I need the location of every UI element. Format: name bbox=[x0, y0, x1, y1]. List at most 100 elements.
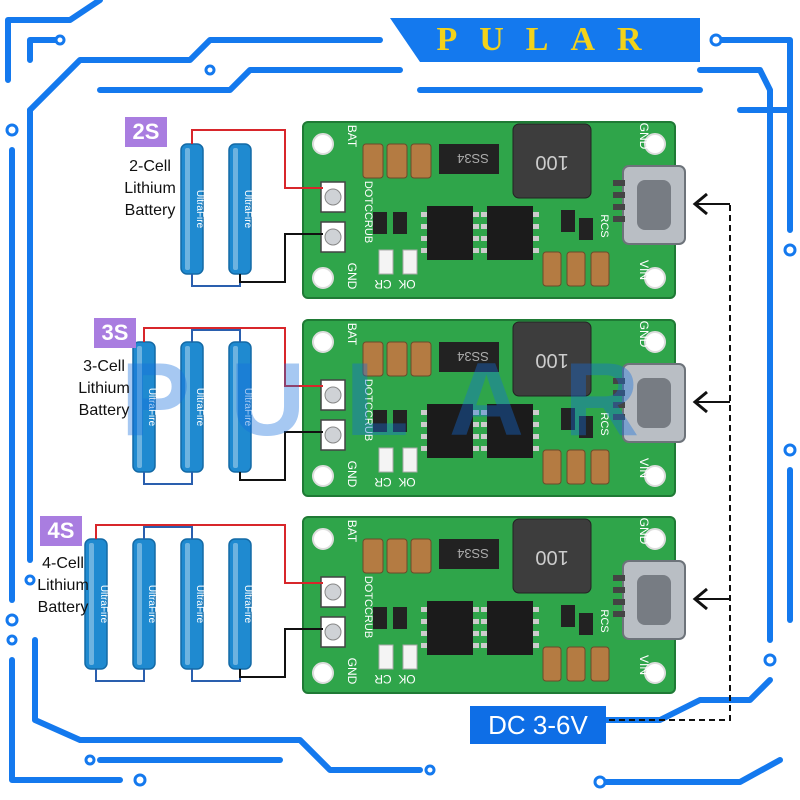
led bbox=[402, 447, 418, 473]
negative-wire bbox=[239, 431, 323, 481]
cr-label: CR bbox=[374, 475, 392, 489]
resistor bbox=[393, 607, 407, 629]
bat-label: BAT bbox=[345, 520, 359, 543]
decorative-frame bbox=[5, 0, 793, 785]
battery-config-label-line: 2-Cell bbox=[129, 158, 171, 175]
brand-name: PULAR bbox=[436, 21, 664, 58]
gnd-label: GND bbox=[345, 658, 359, 685]
battery-cell: UltraFire bbox=[132, 538, 157, 670]
ic-chip bbox=[487, 404, 533, 458]
resistor bbox=[579, 416, 593, 438]
vin-label: VIN bbox=[637, 260, 651, 280]
resistor bbox=[561, 408, 575, 430]
battery-brand-label: UltraFire bbox=[98, 585, 109, 624]
resistor bbox=[579, 613, 593, 635]
battery-config-label-line: 4-Cell bbox=[42, 555, 84, 572]
inductor-label: 100 bbox=[535, 151, 568, 173]
capacitor bbox=[590, 449, 610, 485]
cr-label: CR bbox=[374, 672, 392, 686]
capacitor bbox=[386, 143, 408, 179]
battery-cell: UltraFire bbox=[84, 538, 109, 670]
capacitor bbox=[566, 251, 586, 287]
mounting-hole bbox=[312, 267, 334, 289]
inductor bbox=[512, 321, 592, 397]
battery-config-label-line: Battery bbox=[78, 402, 130, 419]
diode-label: SS34 bbox=[457, 349, 489, 364]
capacitor bbox=[386, 538, 408, 574]
battery-config-label-line: Lithium bbox=[37, 577, 89, 594]
ic-chip bbox=[487, 206, 533, 260]
config-tag-3s: 3S bbox=[94, 318, 136, 348]
battery-brand-label: UltraFire bbox=[194, 388, 205, 427]
bat-label: BAT bbox=[345, 323, 359, 346]
gnd-label: GND bbox=[345, 263, 359, 290]
mounting-hole bbox=[644, 267, 666, 289]
mounting-hole bbox=[644, 465, 666, 487]
negative-wire bbox=[239, 233, 323, 283]
bat-label: BAT bbox=[345, 125, 359, 148]
battery-brand-label: UltraFire bbox=[146, 585, 157, 624]
mounting-hole bbox=[644, 133, 666, 155]
battery-cell: UltraFire bbox=[228, 538, 253, 670]
diode bbox=[439, 539, 499, 569]
battery-brand-label: UltraFire bbox=[194, 585, 205, 624]
series-links bbox=[143, 329, 241, 485]
ic-chip bbox=[427, 601, 473, 655]
mounting-hole bbox=[312, 662, 334, 684]
input-wires bbox=[606, 205, 731, 721]
config-tag-2s: 2S bbox=[125, 117, 167, 147]
model-label: DOTCCRUB bbox=[362, 181, 374, 243]
capacitor bbox=[386, 341, 408, 377]
inductor-label: 100 bbox=[535, 349, 568, 371]
series-links bbox=[95, 526, 241, 682]
input-voltage-label: DC 3-6V bbox=[470, 706, 606, 744]
model-label: DOTCCRUB bbox=[362, 379, 374, 441]
led bbox=[378, 249, 394, 275]
battery-config-label-line: Lithium bbox=[78, 380, 130, 397]
model-label: DOTCCRUB bbox=[362, 576, 374, 638]
mounting-hole bbox=[312, 331, 334, 353]
capacitor bbox=[566, 646, 586, 682]
positive-wire bbox=[191, 129, 323, 189]
capacitor bbox=[542, 646, 562, 682]
capacitor bbox=[410, 143, 432, 179]
capacitor bbox=[362, 538, 384, 574]
battery-cell: UltraFire bbox=[228, 143, 253, 275]
capacitor bbox=[362, 341, 384, 377]
inductor-label: 100 bbox=[535, 546, 568, 568]
vin-label: VIN bbox=[637, 458, 651, 478]
mounting-hole bbox=[312, 133, 334, 155]
resistor bbox=[561, 210, 575, 232]
capacitor bbox=[590, 251, 610, 287]
mounting-hole bbox=[312, 465, 334, 487]
vin-label: VIN bbox=[637, 655, 651, 675]
positive-wire bbox=[143, 327, 323, 387]
battery-cell: UltraFire bbox=[228, 341, 253, 473]
capacitor bbox=[542, 449, 562, 485]
resistor bbox=[373, 212, 387, 234]
mounting-hole bbox=[644, 528, 666, 550]
ok-label: OK bbox=[398, 475, 415, 489]
capacitor bbox=[410, 341, 432, 377]
ok-label: OK bbox=[398, 277, 415, 291]
resistor bbox=[373, 410, 387, 432]
battery-cell: UltraFire bbox=[180, 538, 205, 670]
battery-brand-label: UltraFire bbox=[242, 388, 253, 427]
ic-chip bbox=[427, 404, 473, 458]
led bbox=[402, 644, 418, 670]
ic-chip bbox=[487, 601, 533, 655]
inductor bbox=[512, 123, 592, 199]
battery-cell: UltraFire bbox=[180, 341, 205, 473]
brand-banner bbox=[390, 18, 700, 62]
resistor bbox=[373, 607, 387, 629]
ic-chip bbox=[427, 206, 473, 260]
resistor bbox=[393, 410, 407, 432]
gnd-label: GND bbox=[637, 518, 651, 545]
positive-wire bbox=[95, 524, 323, 584]
